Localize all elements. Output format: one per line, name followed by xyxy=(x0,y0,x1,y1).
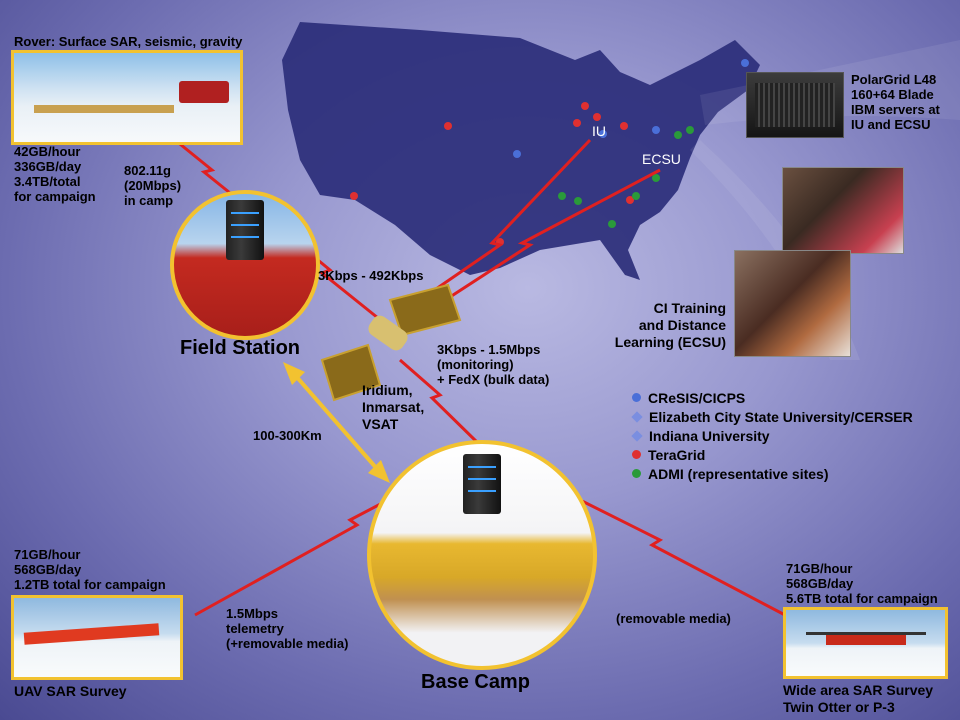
training-photo-2 xyxy=(734,250,851,357)
field-station-photo xyxy=(170,190,320,340)
us-map xyxy=(282,22,760,280)
base-camp-photo xyxy=(367,440,597,670)
legend-item-teragrid: TeraGrid xyxy=(632,445,913,464)
distance-label: 100-300Km xyxy=(253,428,322,443)
polargrid-server-photo xyxy=(746,72,844,138)
rover-title: Rover: Surface SAR, seismic, gravity xyxy=(14,34,243,49)
uav-stats: 71GB/hour 568GB/day 1.2TB total for camp… xyxy=(14,547,166,592)
link-sat-base xyxy=(399,358,482,447)
iu-label: IU xyxy=(592,123,606,139)
wifi-label: 802.11g (20Mbps) in camp xyxy=(124,163,182,208)
distance-arrow xyxy=(283,362,390,483)
ecsu-label: ECSU xyxy=(642,151,681,167)
field-station-label: Field Station xyxy=(180,337,300,359)
map-sites xyxy=(350,59,749,246)
link-base-twin xyxy=(539,478,786,617)
twin-otter-stats: 71GB/hour 568GB/day 5.6TB total for camp… xyxy=(786,561,938,606)
twin-otter-title: Wide area SAR Survey Twin Otter or P-3 xyxy=(783,682,934,715)
sat-link2-label: 3Kbps - 1.5Mbps (monitoring) + FedX (bul… xyxy=(437,342,550,387)
base-camp-label: Base Camp xyxy=(421,671,530,693)
twin-otter-photo xyxy=(783,607,948,679)
rover-photo xyxy=(11,50,243,145)
legend-item-iu: Indiana University xyxy=(631,426,913,445)
satellite-icon xyxy=(320,283,462,402)
removable-media-label: (removable media) xyxy=(616,611,731,626)
uav-photo xyxy=(11,595,183,680)
satellite-names: Iridium, Inmarsat, VSAT xyxy=(362,382,425,432)
legend-item-cresis: CReSIS/CICPS xyxy=(632,388,913,407)
uav-title: UAV SAR Survey xyxy=(14,683,127,699)
legend-item-ecsu: Elizabeth City State University/CERSER xyxy=(631,407,913,426)
sat-link1-label: 3Kbps - 492Kbps xyxy=(318,268,424,283)
legend-item-admi: ADMI (representative sites) xyxy=(632,464,913,483)
legend: CReSIS/CICPS Elizabeth City State Univer… xyxy=(631,388,913,483)
link-sat-ecsu xyxy=(429,168,661,312)
link-rover-field xyxy=(174,138,246,207)
training-photo-1 xyxy=(782,167,904,254)
polargrid-label: PolarGrid L48 160+64 Blade IBM servers a… xyxy=(851,72,940,132)
uav-link-label: 1.5Mbps telemetry (+removable media) xyxy=(226,606,349,651)
link-sat-iu xyxy=(419,138,592,302)
ci-training-label: CI Training and Distance Learning (ECSU) xyxy=(614,300,726,350)
rover-stats: 42GB/hour 336GB/day 3.4TB/total for camp… xyxy=(14,144,96,204)
